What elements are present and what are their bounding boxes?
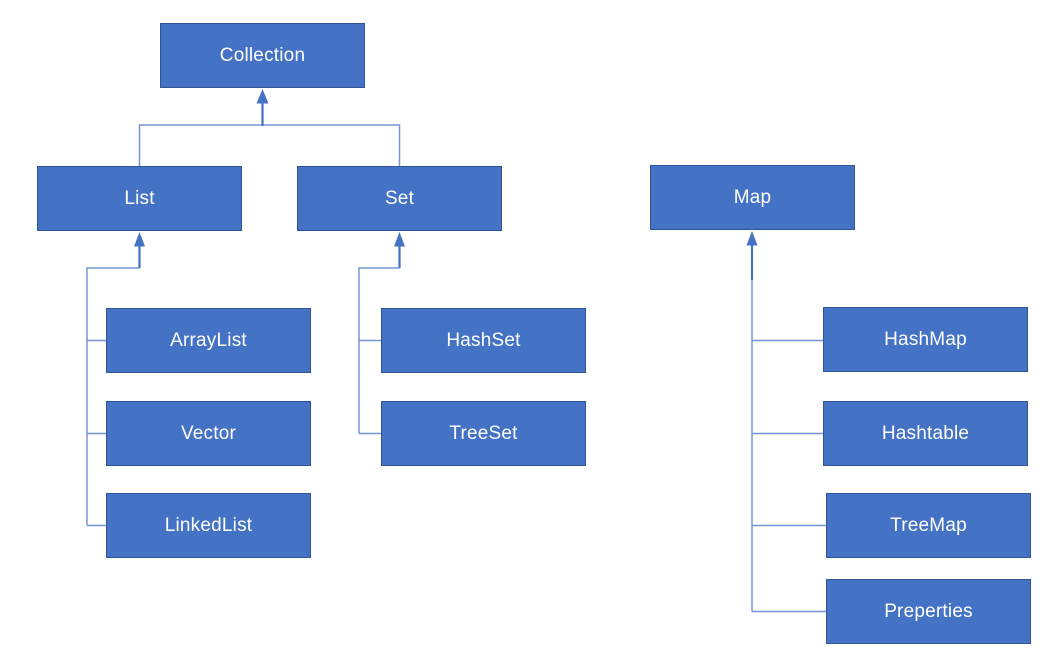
node-vector[interactable]: Vector [106,401,311,466]
node-linkedlist[interactable]: LinkedList [106,493,311,558]
node-set[interactable]: Set [297,166,502,231]
node-map-label: Map [733,186,772,208]
node-hashtable[interactable]: Hashtable [823,401,1028,466]
node-arraylist-label: ArrayList [170,329,247,351]
node-linkedlist-label: LinkedList [164,514,253,536]
node-treeset[interactable]: TreeSet [381,401,586,466]
node-preperties[interactable]: Preperties [826,579,1031,644]
arrow-children-to-set [394,232,405,268]
node-preperties-label: Preperties [884,600,973,622]
node-treemap-label: TreeMap [890,514,967,536]
connector-map-children [751,233,826,613]
node-collection[interactable]: Collection [160,23,365,88]
node-hashmap-label: HashMap [884,328,967,350]
node-collection-label: Collection [219,44,306,66]
node-list[interactable]: List [37,166,242,231]
node-treemap[interactable]: TreeMap [826,493,1031,558]
node-hashset[interactable]: HashSet [381,308,586,373]
node-arraylist[interactable]: ArrayList [106,308,311,373]
node-list-label: List [124,187,155,209]
connector-list-children [86,267,140,527]
node-hashset-label: HashSet [446,329,521,351]
connector-collection-children [138,124,401,166]
arrow-children-to-list [134,232,145,268]
arrow-children-to-map [746,231,758,280]
node-hashmap[interactable]: HashMap [823,307,1028,372]
node-set-label: Set [384,187,415,209]
node-hashtable-label: Hashtable [881,422,970,444]
node-map[interactable]: Map [650,165,855,230]
arrow-list-set-to-collection [256,89,269,126]
node-treeset-label: TreeSet [449,422,518,444]
node-vector-label: Vector [180,422,237,444]
